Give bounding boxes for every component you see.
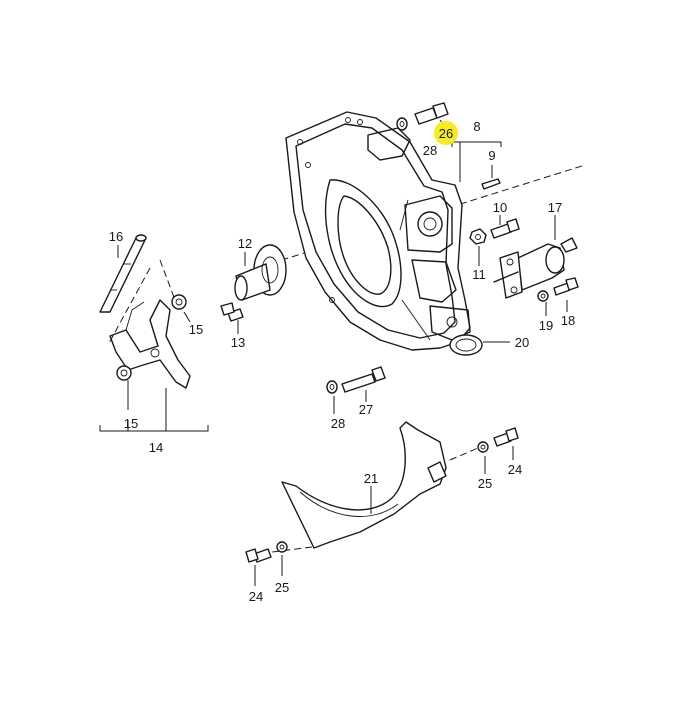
callout-12[interactable]: 12 <box>238 236 252 251</box>
callout-10[interactable]: 10 <box>493 200 507 215</box>
callout-15-lower[interactable]: 15 <box>124 416 138 431</box>
clutch-housing[interactable] <box>285 111 471 351</box>
callout-20[interactable]: 20 <box>515 335 529 350</box>
washer-25-left[interactable] <box>276 541 288 576</box>
shaft-16[interactable] <box>99 234 147 313</box>
washer-25-right[interactable] <box>477 441 489 474</box>
bolt-24-right[interactable] <box>493 427 519 460</box>
callout-28-top[interactable]: 28 <box>423 143 437 158</box>
callout-13[interactable]: 13 <box>231 335 245 350</box>
callout-16[interactable]: 16 <box>109 229 123 244</box>
dowel-pin-9[interactable] <box>481 165 501 190</box>
bushing-15-upper[interactable] <box>171 294 191 323</box>
bushing-15-lower[interactable] <box>116 365 132 410</box>
guide-tube-12[interactable] <box>234 244 287 301</box>
callout-11[interactable]: 11 <box>472 267 486 282</box>
callout-26[interactable]: 26 <box>439 126 453 141</box>
callout-14[interactable]: 14 <box>149 440 163 455</box>
callout-25-left[interactable]: 25 <box>275 580 289 595</box>
callout-8[interactable]: 8 <box>473 119 480 134</box>
callout-27[interactable]: 27 <box>359 402 373 417</box>
callout-18[interactable]: 18 <box>561 313 575 328</box>
callout-17[interactable]: 17 <box>548 200 562 215</box>
bolt-10[interactable] <box>490 215 520 239</box>
highlight-marker-26 <box>434 121 458 145</box>
callout-25-right[interactable]: 25 <box>478 476 492 491</box>
bolt-27[interactable] <box>341 366 386 402</box>
cover-plate-21[interactable] <box>271 421 479 553</box>
callout-24-right[interactable]: 24 <box>508 462 522 477</box>
callout-15-upper[interactable]: 15 <box>189 322 203 337</box>
bolt-13[interactable] <box>220 302 244 334</box>
callout-24-left[interactable]: 24 <box>249 589 263 604</box>
callout-28-lower[interactable]: 28 <box>331 416 345 431</box>
callout-21[interactable]: 21 <box>364 471 378 486</box>
bolt-24-left[interactable] <box>245 548 272 586</box>
washer-19[interactable] <box>537 290 549 316</box>
seal-20[interactable] <box>449 334 510 356</box>
washer-28-top[interactable] <box>396 117 408 131</box>
washer-28-lower[interactable] <box>326 380 338 414</box>
bolt-18[interactable] <box>553 277 579 312</box>
bracket-14 <box>99 388 209 432</box>
bracket-8 <box>451 141 502 182</box>
slave-cylinder-17[interactable] <box>493 215 578 299</box>
callout-19[interactable]: 19 <box>539 318 553 333</box>
nut-11[interactable] <box>469 228 487 266</box>
callout-9[interactable]: 9 <box>488 148 495 163</box>
release-fork-14[interactable] <box>107 259 191 389</box>
